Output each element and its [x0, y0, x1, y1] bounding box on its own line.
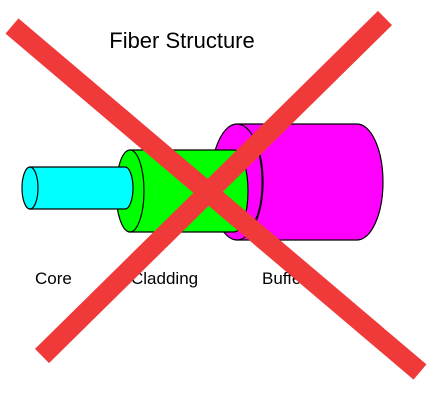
core-body: [29, 166, 134, 210]
cross-out-stroke-1: [5, 18, 427, 380]
diagram-title: Fiber Structure: [109, 28, 255, 53]
layer-label-cladding: Cladding: [131, 269, 198, 288]
core-end-face: [21, 166, 39, 210]
cross-out-mark: [5, 10, 427, 380]
core-cylinder: [21, 166, 134, 210]
cross-out-stroke-2: [34, 10, 393, 364]
buffer-body: [236, 123, 384, 241]
layer-label-core: Core: [35, 269, 72, 288]
